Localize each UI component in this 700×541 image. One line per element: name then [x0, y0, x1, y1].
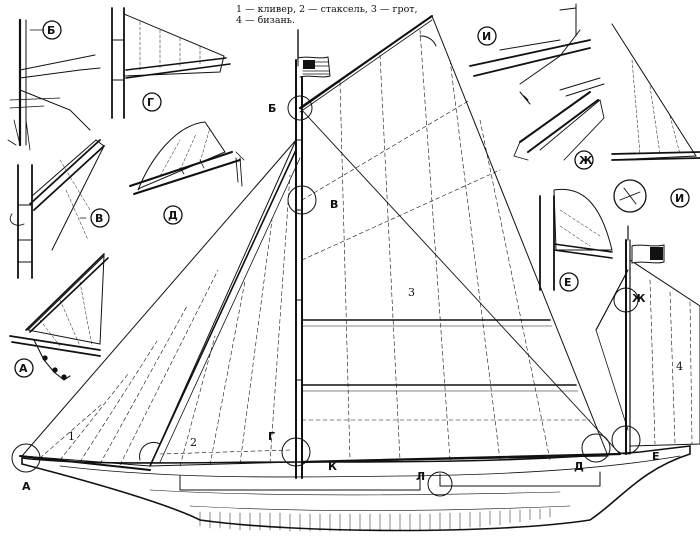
main-mast [295, 15, 433, 479]
label-i-inset: И [482, 30, 491, 43]
label-b-main: Б [268, 102, 276, 115]
label-v-inset: В [95, 212, 103, 225]
label-e-main: Е [652, 450, 660, 463]
inset-detail-e [539, 188, 613, 292]
flag-main [297, 56, 331, 78]
inset-detail-i [469, 3, 591, 105]
label-zh-inset: Ж [579, 154, 593, 167]
hull [21, 445, 691, 532]
label-b-inset: Б [47, 24, 55, 37]
legend-line-1: 1 — кливер, 2 — стаксель, 3 — грот, [236, 4, 418, 15]
mizzen-rig [595, 225, 700, 455]
sail-number-main: 3 [408, 286, 415, 299]
main-sail [299, 15, 622, 464]
sail-number-staysail: 2 [190, 436, 197, 449]
sail-number-jib: 1 [68, 430, 75, 443]
label-a-inset: А [19, 362, 28, 375]
label-g-inset: Г [147, 96, 154, 109]
staysail-sail [149, 149, 301, 467]
label-k-main: К [328, 460, 337, 473]
legend-caption: 1 — кливер, 2 — стаксель, 3 — грот, 4 — … [236, 4, 418, 26]
inset-detail-mizzen [611, 23, 700, 213]
label-g-main: Г [268, 430, 275, 443]
inset-detail-b [7, 18, 101, 151]
sail-numbers: 1 2 3 4 [68, 286, 683, 449]
inset-detail-v [9, 139, 110, 279]
inset-detail-a [9, 253, 109, 381]
inset-detail-g [111, 7, 231, 119]
label-zh-main: Ж [632, 292, 646, 305]
jib-sail [20, 139, 297, 467]
label-i-mizzen: И [675, 192, 684, 205]
detail-circles [11, 35, 641, 497]
label-d-inset: Д [168, 209, 178, 222]
label-e-inset: Е [564, 276, 572, 289]
label-d-main: Д [574, 460, 584, 473]
legend-line-2: 4 — бизань. [236, 15, 296, 26]
sail-number-mizzen: 4 [676, 360, 683, 373]
inset-detail-zh [513, 77, 605, 170]
label-a-main: А [22, 480, 31, 493]
label-v-main: В [330, 198, 338, 211]
detail-labels: Б Г Д В А И Ж Е И А Б В Г К Л Д Е Ж [19, 24, 684, 493]
label-l-main: Л [416, 470, 425, 483]
bowsprit [19, 455, 151, 471]
inset-detail-d [129, 121, 245, 225]
